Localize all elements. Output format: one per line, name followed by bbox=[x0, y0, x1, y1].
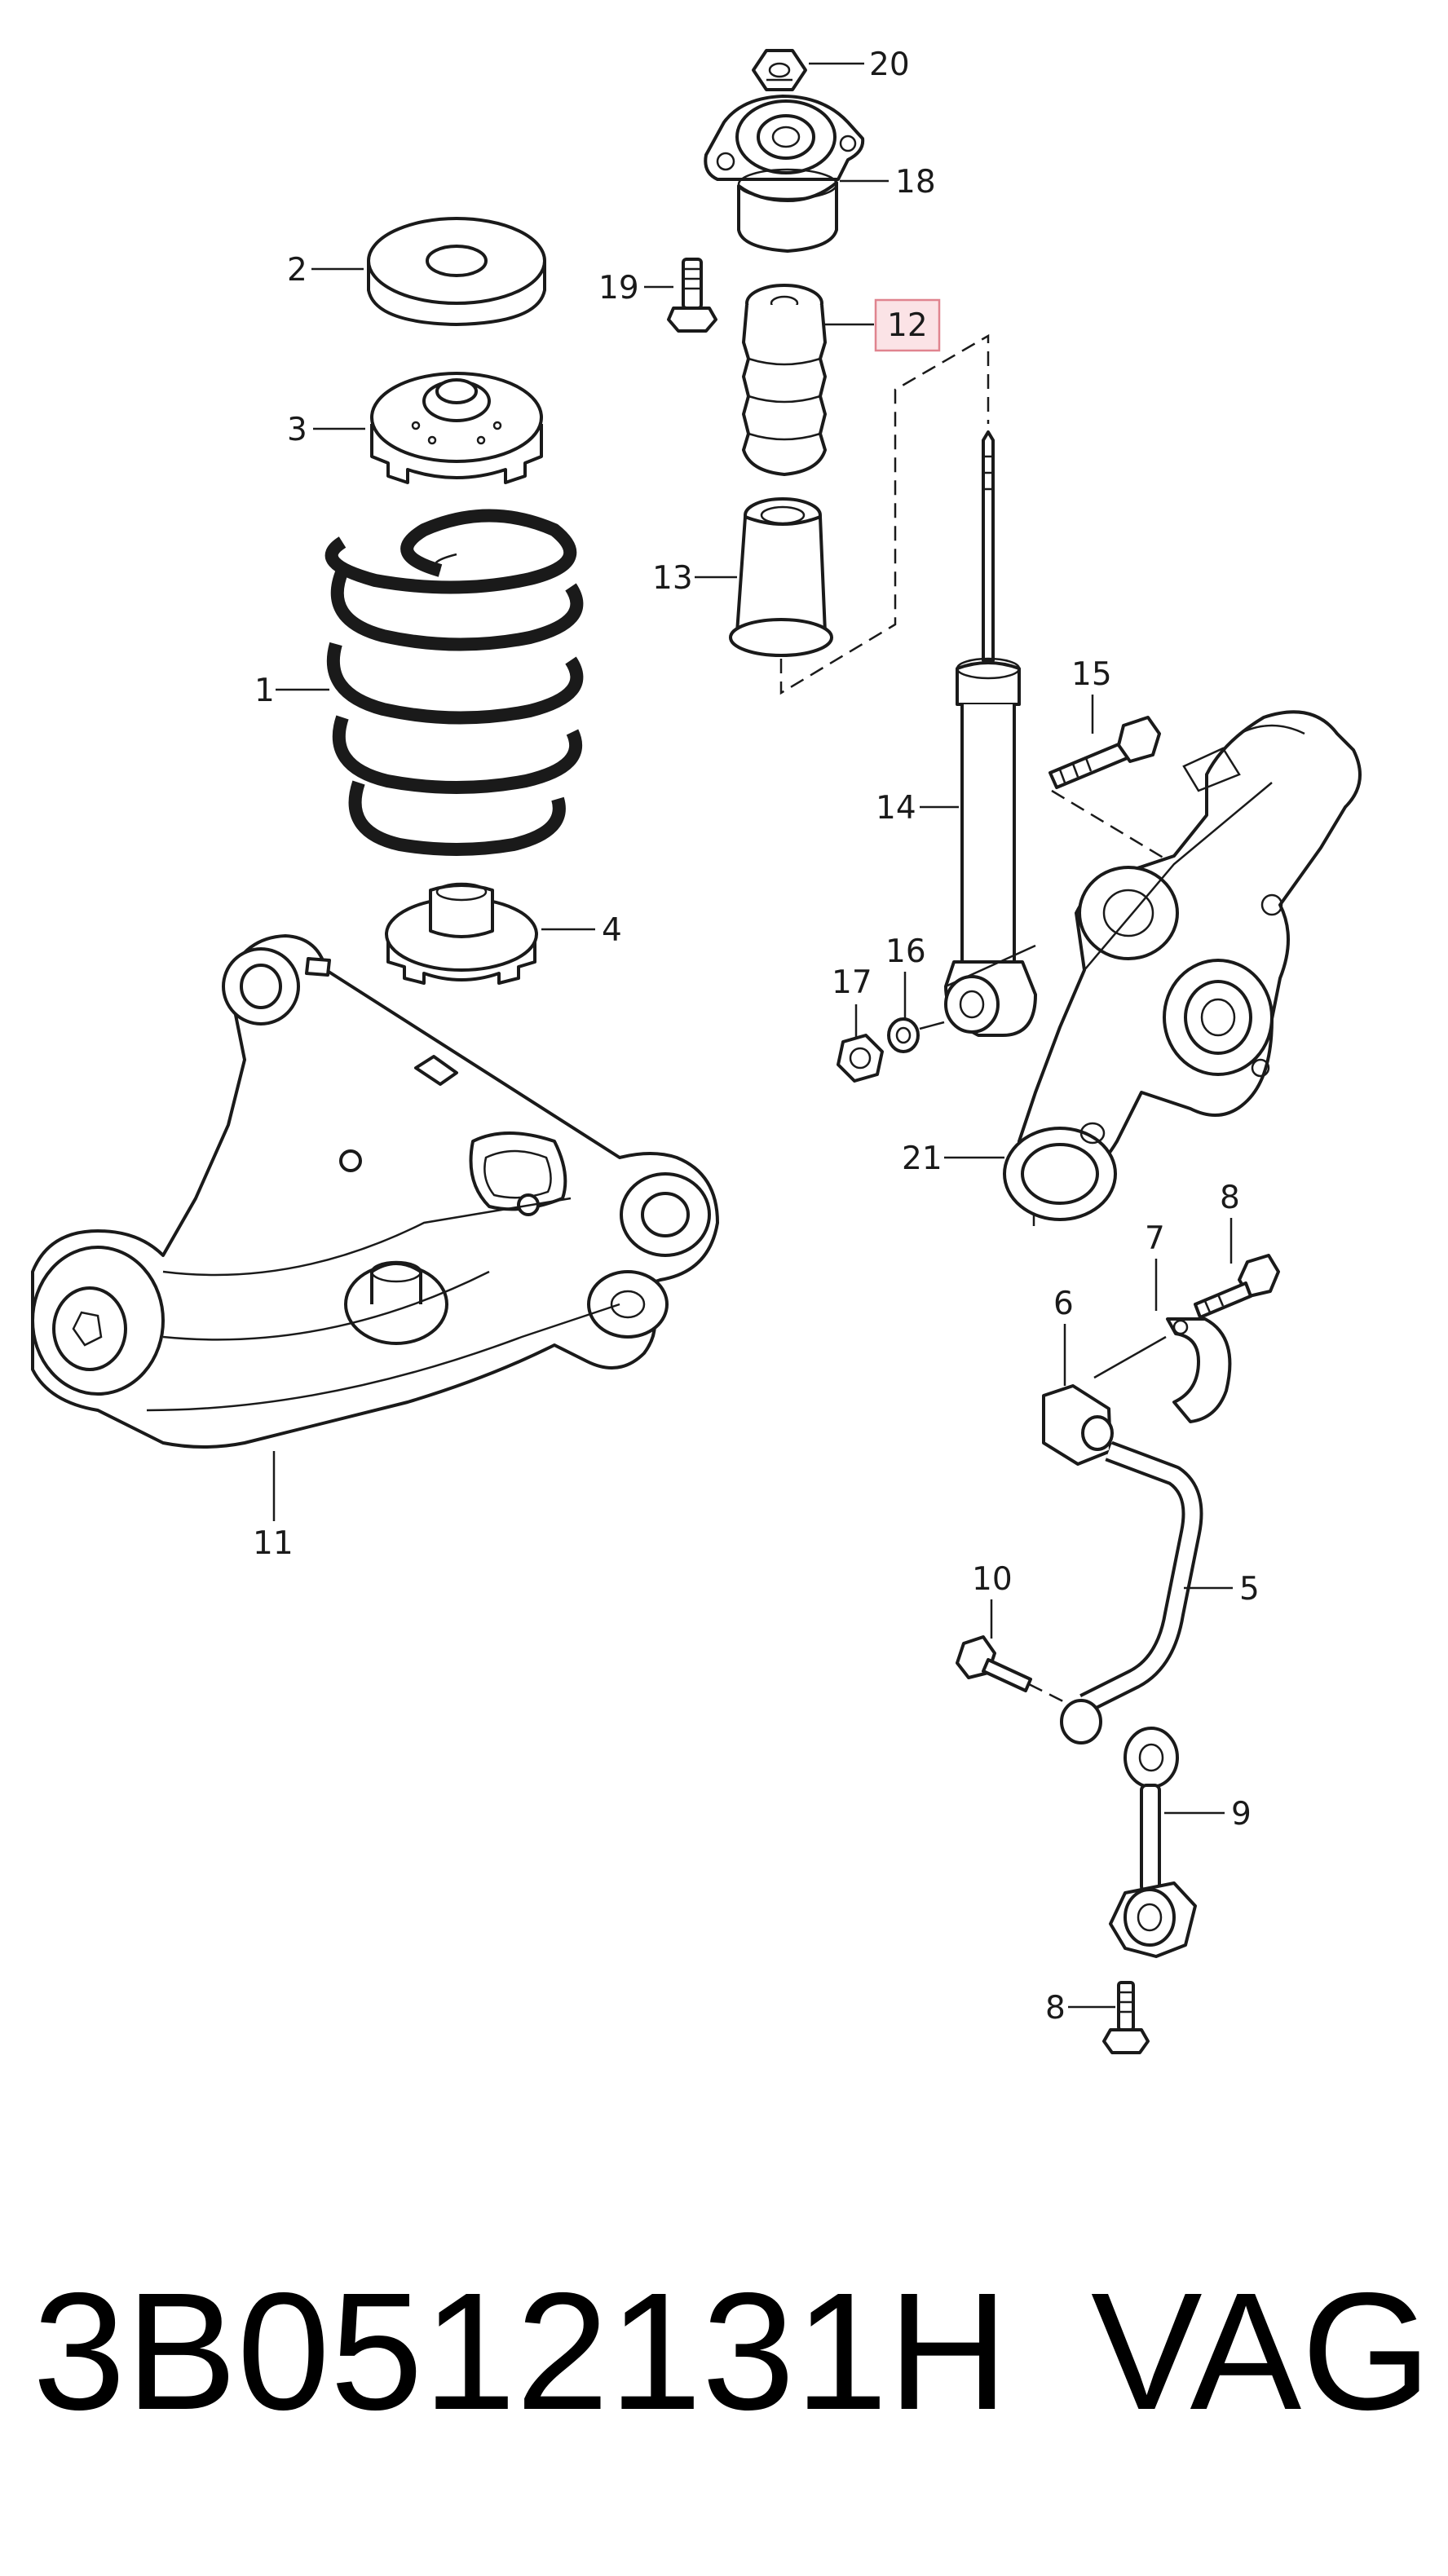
part-12-bump-stop bbox=[742, 284, 827, 476]
part-number-text: 3B0512131H bbox=[33, 2258, 1009, 2445]
callout-14: 14 bbox=[876, 790, 916, 827]
part-20-nut bbox=[752, 49, 807, 91]
callout-10: 10 bbox=[972, 1561, 1013, 1598]
leader-lines bbox=[272, 62, 1233, 2009]
callout-6: 6 bbox=[1053, 1286, 1074, 1322]
part-10-bolt bbox=[956, 1635, 1069, 1705]
part-8-bolt-bottom bbox=[1102, 1981, 1150, 2054]
part-6-bushing bbox=[1042, 1384, 1114, 1466]
part-17-nut bbox=[837, 1034, 884, 1083]
part-13-protective-boot bbox=[729, 497, 833, 657]
part-16-washer bbox=[887, 1017, 945, 1053]
callout-9: 9 bbox=[1231, 1796, 1252, 1833]
part-4-lower-spring-pad bbox=[385, 882, 538, 985]
exploded-parts-diagram: 20 18 2 19 12 3 13 1 15 14 4 17 16 21 8 … bbox=[31, 46, 1362, 2054]
callout-5: 5 bbox=[1239, 1571, 1260, 1608]
callout-15: 15 bbox=[1071, 656, 1112, 693]
highlight-box-12 bbox=[874, 298, 941, 352]
part-9-coupling-rod bbox=[1109, 1727, 1197, 1958]
callout-12: 12 bbox=[887, 307, 928, 344]
assembly-dashed-line bbox=[779, 333, 990, 695]
part-2-spring-seat bbox=[367, 217, 546, 326]
callout-8-bottom: 8 bbox=[1045, 1990, 1066, 2027]
callout-labels: 20 18 2 19 12 3 13 1 15 14 4 17 16 21 8 … bbox=[253, 46, 1260, 2027]
callout-18: 18 bbox=[895, 164, 936, 201]
part-1-coil-spring bbox=[324, 509, 584, 856]
callout-8-top: 8 bbox=[1220, 1180, 1240, 1216]
brand-text: VAG bbox=[1091, 2258, 1432, 2445]
callout-13: 13 bbox=[652, 560, 693, 597]
callout-16: 16 bbox=[885, 933, 926, 970]
part-7-clamp bbox=[1093, 1317, 1232, 1423]
callout-4: 4 bbox=[602, 912, 622, 949]
part-19-bolt bbox=[667, 258, 717, 333]
part-8-bolt-top bbox=[1194, 1254, 1280, 1319]
part-18-top-mount bbox=[704, 95, 865, 253]
part-3-spring-pad bbox=[370, 372, 543, 484]
callout-3: 3 bbox=[287, 412, 307, 448]
callout-1: 1 bbox=[254, 673, 275, 709]
part-5-anti-roll-bar bbox=[1060, 1440, 1203, 1745]
callout-20: 20 bbox=[869, 46, 910, 83]
callout-19: 19 bbox=[598, 270, 639, 307]
part-11-control-arm bbox=[31, 934, 719, 1449]
callout-17: 17 bbox=[832, 964, 872, 1001]
callout-7: 7 bbox=[1145, 1220, 1165, 1257]
callout-2: 2 bbox=[287, 252, 307, 289]
part-14-shock-absorber bbox=[944, 430, 1037, 1037]
callout-21: 21 bbox=[902, 1140, 943, 1177]
callout-11: 11 bbox=[253, 1525, 294, 1562]
part-15-bolt bbox=[1048, 716, 1175, 866]
part-21-wheel-carrier bbox=[945, 710, 1362, 1226]
